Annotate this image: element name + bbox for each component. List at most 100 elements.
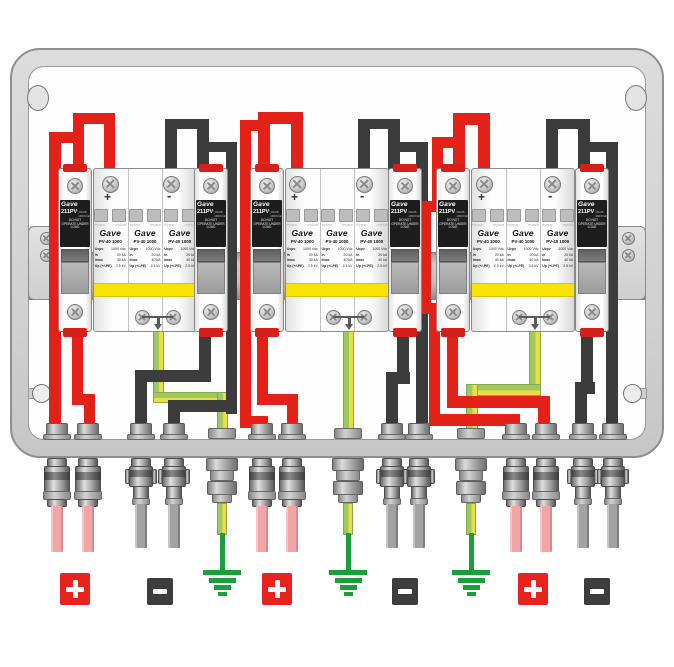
spec-value: 40 kA [529, 258, 539, 263]
polarity-tile-negative [147, 578, 173, 605]
spd-brand: Gave [360, 228, 383, 238]
cable-gland-taper [338, 494, 358, 503]
spec-value: 20 kA [186, 252, 196, 257]
fuse-brand: Gave [391, 201, 408, 208]
fuse-warning: DO NOT OPERATE UNDER LOAD [439, 218, 467, 230]
spd-status-right: replace [562, 223, 574, 227]
spec-value: 1000 Vdc [337, 247, 353, 251]
mc4-connector-negative-latch [430, 469, 435, 484]
spec-value: 1000 Vdc [111, 247, 126, 251]
wire-positive [429, 303, 440, 420]
spec-key: Imax [472, 258, 481, 263]
spd-vent-slot [373, 209, 388, 222]
spec-key: Imax [542, 258, 551, 263]
wire-negative [397, 334, 409, 378]
spec-value: 40 kA [564, 258, 574, 263]
spd-spec-row: Up (+/-PE)2.5 kV [130, 264, 161, 270]
spd-vent-slot [321, 209, 335, 222]
mc4-connector-positive-flange [74, 434, 102, 440]
wire-positive [240, 120, 251, 420]
spec-value: 2.5 kV [150, 263, 161, 268]
spd-minus-label: - [360, 188, 365, 203]
spd-vent-slot [339, 209, 353, 222]
spd-status-right: replace [184, 223, 196, 227]
mc4-connector-negative-latch [152, 469, 157, 484]
spec-value: 2.5 kV [563, 263, 574, 268]
spec-value: 1000 Vdc [558, 247, 574, 251]
spd-model: PV-40 1000 [133, 239, 157, 244]
earth-ground-symbol-bar [462, 585, 480, 590]
mc4-connector-negative-latch [185, 469, 190, 484]
fuse-terminal-cap [393, 328, 417, 337]
spec-key: Imax [356, 258, 365, 263]
spd-brand: Gave [326, 228, 348, 238]
cable-positive [82, 506, 94, 552]
spd-vent-slot [490, 209, 505, 222]
mc4-connector-positive-band [503, 472, 529, 480]
mc4-connector-positive-band [44, 472, 70, 480]
mc4-connector-positive-band [279, 472, 305, 480]
spec-value: 20 kA [529, 252, 539, 257]
spd-module-divider [127, 169, 129, 331]
spd-vent-slot [472, 209, 487, 222]
cable-positive [256, 506, 268, 552]
earth-ground-symbol-bar [329, 570, 367, 575]
spec-key: Ucpv [164, 247, 173, 251]
wire-earth [343, 503, 353, 535]
fuse-terminal-cap [441, 164, 465, 172]
spd-brand: Gave [512, 228, 534, 238]
cable-negative [168, 504, 180, 548]
cable-positive [286, 506, 298, 552]
pe-arrow-icon [344, 324, 353, 330]
rail-screw [621, 248, 635, 262]
fuse-window-top [439, 249, 467, 262]
fuse-window-top [578, 249, 606, 262]
spec-value: 20 kA [343, 252, 353, 257]
spec-value: 20 kA [378, 252, 388, 257]
cable-negative [135, 504, 147, 548]
fuse-terminal-cap [441, 328, 465, 337]
fuse-brand: Gave [439, 201, 456, 208]
spd-terminal-screw [355, 175, 373, 193]
spd-status-left: reparar [321, 223, 332, 227]
fuse-window-top [197, 249, 225, 262]
spec-key: Up (+/-PE) [94, 263, 112, 268]
spec-value: 20 kA [308, 252, 318, 257]
cable-positive [540, 506, 552, 552]
cable-gland-mid [336, 470, 360, 481]
fuse-terminal-cap [63, 164, 87, 172]
mc4-connector-negative-band [601, 470, 625, 477]
spec-value: 2.5 kV [185, 263, 196, 268]
cable-negative [413, 504, 425, 548]
spec-value: 2.5 kV [528, 263, 539, 268]
mounting-hole [623, 384, 642, 403]
spec-key: Up (+/-PE) [129, 263, 147, 268]
spec-value: 1000 Vdc [523, 247, 539, 251]
spd-vent-slot [112, 209, 127, 222]
fuse-warning: DO NOT OPERATE UNDER LOAD [197, 218, 225, 230]
spd-spec-row: Up (+/-PE)2.5 kV [164, 264, 195, 270]
earth-ground-symbol-bar [452, 570, 490, 575]
spd-module-divider [540, 169, 542, 331]
spd-module-divider [354, 169, 356, 331]
spd-status-left: reparar [472, 223, 484, 227]
spd-brand: Gave [477, 228, 500, 238]
spec-value: 2.5 kV [115, 263, 126, 268]
spec-key: In [542, 252, 546, 257]
fuse-terminal-screw [397, 178, 413, 194]
spd-vent-slot [541, 209, 556, 222]
spd-status-left: reparar [94, 223, 106, 227]
spd-model: PV-40 1000 [360, 239, 384, 244]
spd-spec-row: Up (+/-PE)2.5 kV [287, 264, 318, 270]
